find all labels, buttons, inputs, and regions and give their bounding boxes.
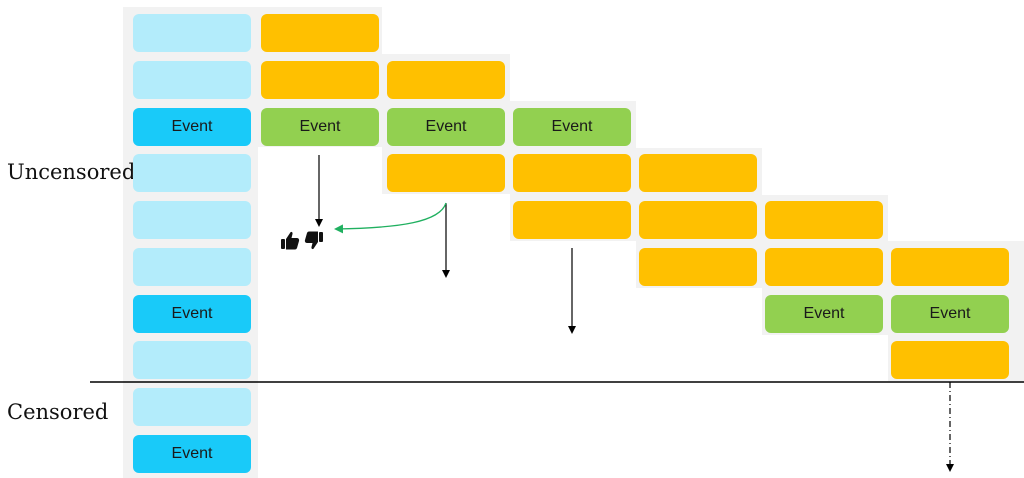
baseline-slot	[133, 248, 251, 286]
baseline-event-box: Event	[133, 108, 251, 146]
window-5-slot	[765, 248, 883, 286]
baseline-slot	[133, 14, 251, 52]
thumbs-down-icon	[304, 231, 323, 250]
window-2-slot	[387, 154, 505, 192]
uncensored-label: Uncensored	[7, 160, 136, 184]
window-2-slot	[387, 61, 505, 99]
window-4-slot	[639, 248, 757, 286]
baseline-slot	[133, 154, 251, 192]
window-2-event-box: Event	[387, 108, 505, 146]
window-3-slot	[513, 154, 631, 192]
baseline-slot	[133, 341, 251, 379]
window-5-event-box: Event	[765, 295, 883, 333]
window-5-slot	[765, 201, 883, 239]
window-1-event-box: Event	[261, 108, 379, 146]
window-4-slot	[639, 201, 757, 239]
feedback-arrow	[334, 202, 447, 234]
baseline-slot	[133, 201, 251, 239]
window-3-event-box: Event	[513, 108, 631, 146]
feedback-icons	[281, 231, 323, 250]
window-3-slot	[513, 201, 631, 239]
window-4-slot	[639, 154, 757, 192]
window-6-slot	[891, 248, 1009, 286]
baseline-slot	[133, 388, 251, 426]
window-6-event-box: Event	[891, 295, 1009, 333]
baseline-event-box: Event	[133, 295, 251, 333]
window-1-slot	[261, 61, 379, 99]
baseline-slot	[133, 61, 251, 99]
window-1-slot	[261, 14, 379, 52]
baseline-event-box: Event	[133, 435, 251, 473]
thumbs-up-icon	[281, 231, 300, 250]
censored-label: Censored	[7, 400, 109, 424]
window-6-slot	[891, 341, 1009, 379]
